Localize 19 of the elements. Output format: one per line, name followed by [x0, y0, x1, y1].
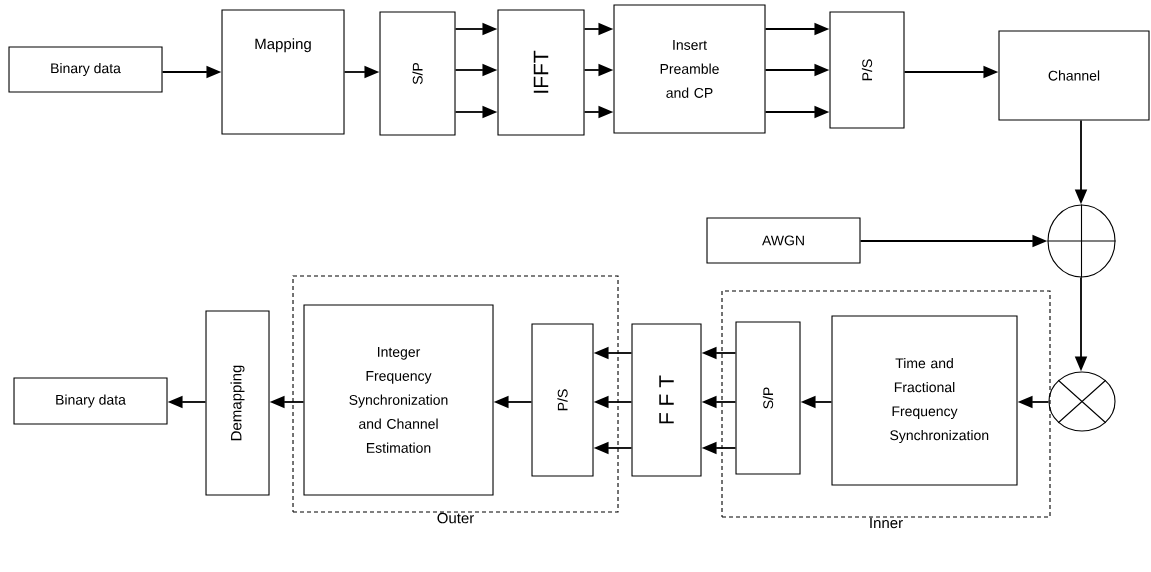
process-box: S/P	[379, 11, 456, 136]
process-box: S/P	[735, 321, 801, 475]
process-box: P/S	[829, 11, 905, 129]
process-box: AWGN	[706, 217, 861, 264]
mixer-symbol	[1048, 371, 1116, 432]
process-box: Time and Fractional Frequency Synchronization	[831, 315, 1018, 486]
node-label: Inner	[870, 517, 903, 529]
process-box: Channel	[998, 30, 1150, 121]
summing-junction	[1046, 203, 1117, 279]
process-box: Mapping	[221, 9, 345, 135]
process-box: F F T	[631, 323, 702, 477]
process-box: Insert Preamble and CP	[613, 4, 766, 134]
process-box: Demapping	[205, 310, 270, 496]
process-box: Integer Frequency Synchronization and Channel Estimation	[303, 304, 494, 496]
node-label: Outer	[437, 512, 475, 524]
process-box: Binary data	[8, 46, 163, 93]
process-box: Binary data	[13, 377, 168, 425]
process-box: IFFT	[497, 9, 585, 136]
process-box: P/S	[531, 323, 594, 477]
